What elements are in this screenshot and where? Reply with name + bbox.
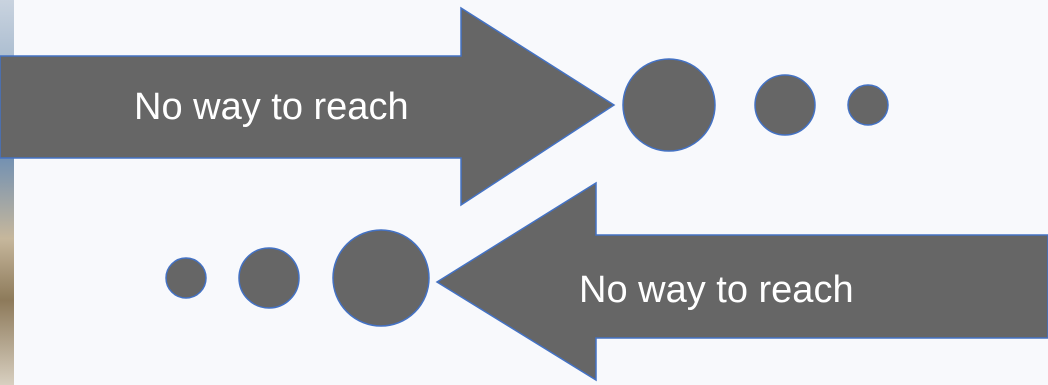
arrow-label-top: No way to reach xyxy=(134,88,409,126)
dot-large-top xyxy=(623,59,715,151)
dot-large-bottom xyxy=(333,230,429,326)
arrow-label-bottom: No way to reach xyxy=(579,271,854,309)
dot-small-bottom xyxy=(166,258,206,298)
dot-small-top xyxy=(848,85,888,125)
dot-medium-top xyxy=(755,75,815,135)
dot-medium-bottom xyxy=(239,248,299,308)
